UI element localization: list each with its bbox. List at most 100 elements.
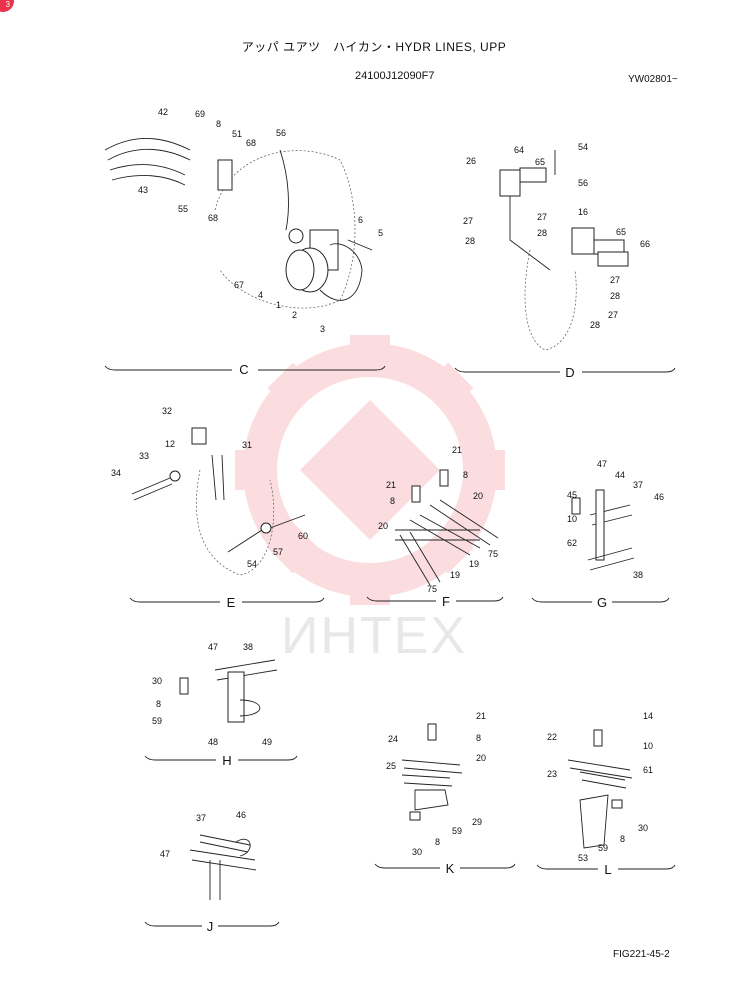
callout-label: 37 bbox=[196, 813, 206, 823]
callout-label: 51 bbox=[232, 129, 242, 139]
callout-label: 25 bbox=[386, 761, 396, 771]
callout-label: 33 bbox=[139, 451, 149, 461]
callout-label: 28 bbox=[465, 236, 475, 246]
section-k-drawing bbox=[401, 723, 463, 821]
callout-label: 3 bbox=[320, 324, 325, 334]
callout-label: 47 bbox=[208, 642, 218, 652]
callout-label: 66 bbox=[640, 239, 650, 249]
callouts-section-e: 32 12 31 34 33 60 57 54 bbox=[111, 406, 308, 569]
callouts-section-l: 14 22 10 23 61 30 8 59 53 bbox=[547, 711, 653, 863]
callout-label: 2 bbox=[292, 310, 297, 320]
serial-range: YW02801~ bbox=[628, 74, 678, 85]
callout-label: 14 bbox=[643, 711, 653, 721]
section-l-drawing bbox=[567, 729, 633, 849]
callout-label: 27 bbox=[463, 216, 473, 226]
callout-label: 19 bbox=[450, 570, 460, 580]
callout-label: 31 bbox=[242, 440, 252, 450]
callout-label: 24 bbox=[388, 734, 398, 744]
callout-label: 59 bbox=[452, 826, 462, 836]
callout-label: 20 bbox=[476, 753, 486, 763]
section-letter: D bbox=[565, 365, 574, 380]
callout-label: 21 bbox=[476, 711, 486, 721]
callout-label: 4 bbox=[258, 290, 263, 300]
callout-label: 44 bbox=[615, 470, 625, 480]
callout-label: 48 bbox=[208, 737, 218, 747]
callout-label: 21 bbox=[386, 480, 396, 490]
callout-label: 47 bbox=[160, 849, 170, 859]
callout-label: 75 bbox=[488, 549, 498, 559]
section-letter: J bbox=[207, 919, 214, 934]
section-f-drawing bbox=[395, 469, 499, 586]
callout-label: 8 bbox=[435, 837, 440, 847]
callout-label: 1 bbox=[276, 300, 281, 310]
callout-label: 64 bbox=[514, 145, 524, 155]
callout-label: 61 bbox=[643, 765, 653, 775]
callout-label: 54 bbox=[578, 142, 588, 152]
callouts-section-g: 47 44 37 45 46 10 62 38 bbox=[567, 459, 664, 580]
callout-label: 23 bbox=[547, 769, 557, 779]
callout-label: 53 bbox=[578, 853, 588, 863]
callout-label: 46 bbox=[236, 810, 246, 820]
callout-label: 28 bbox=[610, 291, 620, 301]
callouts-section-k: 21 24 8 25 20 29 59 30 8 bbox=[386, 711, 486, 857]
callout-label: 30 bbox=[638, 823, 648, 833]
callout-label: 30 bbox=[152, 676, 162, 686]
callouts-section-d: 26 64 65 54 56 27 27 28 28 16 65 66 27 2… bbox=[463, 142, 650, 330]
callout-label: 32 bbox=[162, 406, 172, 416]
section-letter: K bbox=[446, 861, 455, 876]
callouts-section-j: 37 46 47 bbox=[160, 810, 246, 859]
section-letter: F bbox=[442, 594, 450, 609]
callout-label: 65 bbox=[616, 227, 626, 237]
callout-label: 22 bbox=[547, 732, 557, 742]
callout-label: 19 bbox=[469, 559, 479, 569]
section-j-drawing bbox=[189, 834, 257, 900]
callout-label: 27 bbox=[608, 310, 618, 320]
callout-label: 21 bbox=[452, 445, 462, 455]
callout-label: 42 bbox=[158, 107, 168, 117]
callout-label: 49 bbox=[262, 737, 272, 747]
callouts-section-c: 42 69 8 51 68 56 43 55 68 6 5 67 4 1 2 3 bbox=[138, 107, 383, 334]
section-letter: E bbox=[227, 595, 236, 610]
callout-label: 8 bbox=[620, 834, 625, 844]
section-letter: H bbox=[222, 753, 231, 768]
callout-label: 28 bbox=[590, 320, 600, 330]
callout-label: 54 bbox=[247, 559, 257, 569]
callout-label: 16 bbox=[578, 207, 588, 217]
callout-label: 59 bbox=[152, 716, 162, 726]
callout-label: 8 bbox=[476, 733, 481, 743]
callout-label: 8 bbox=[390, 496, 395, 506]
callout-label: 56 bbox=[276, 128, 286, 138]
callout-label: 6 bbox=[358, 215, 363, 225]
callout-label: 65 bbox=[535, 157, 545, 167]
callout-label: 34 bbox=[111, 468, 121, 478]
section-d-drawing bbox=[499, 150, 629, 351]
section-h-drawing bbox=[179, 659, 278, 723]
callout-label: 47 bbox=[597, 459, 607, 469]
callout-label: 27 bbox=[610, 275, 620, 285]
callout-label: 45 bbox=[567, 490, 577, 500]
section-letter: C bbox=[239, 362, 248, 377]
callout-label: 56 bbox=[578, 178, 588, 188]
watermark-text: ИНТЕХ bbox=[280, 607, 468, 665]
callout-label: 68 bbox=[246, 138, 256, 148]
section-dividers bbox=[104, 365, 676, 927]
part-number: 24100J12090F7 bbox=[355, 70, 435, 82]
callout-label: 60 bbox=[298, 531, 308, 541]
callout-label: 20 bbox=[378, 521, 388, 531]
callout-label: 75 bbox=[427, 584, 437, 594]
callout-label: 68 bbox=[208, 213, 218, 223]
callout-label: 43 bbox=[138, 185, 148, 195]
callout-label: 12 bbox=[165, 439, 175, 449]
callout-label: 10 bbox=[643, 741, 653, 751]
callout-label: 5 bbox=[378, 228, 383, 238]
callout-label: 57 bbox=[273, 547, 283, 557]
callout-label: 62 bbox=[567, 538, 577, 548]
section-g-drawing bbox=[571, 489, 635, 571]
page-title: アッパ ユアツ ハイカン・HYDR LINES, UPP bbox=[241, 40, 507, 54]
callout-label: 46 bbox=[654, 492, 664, 502]
callout-label: 55 bbox=[178, 204, 188, 214]
callout-label: 8 bbox=[463, 470, 468, 480]
callout-label: 28 bbox=[537, 228, 547, 238]
figure-id: FIG221-45-2 bbox=[613, 949, 670, 960]
